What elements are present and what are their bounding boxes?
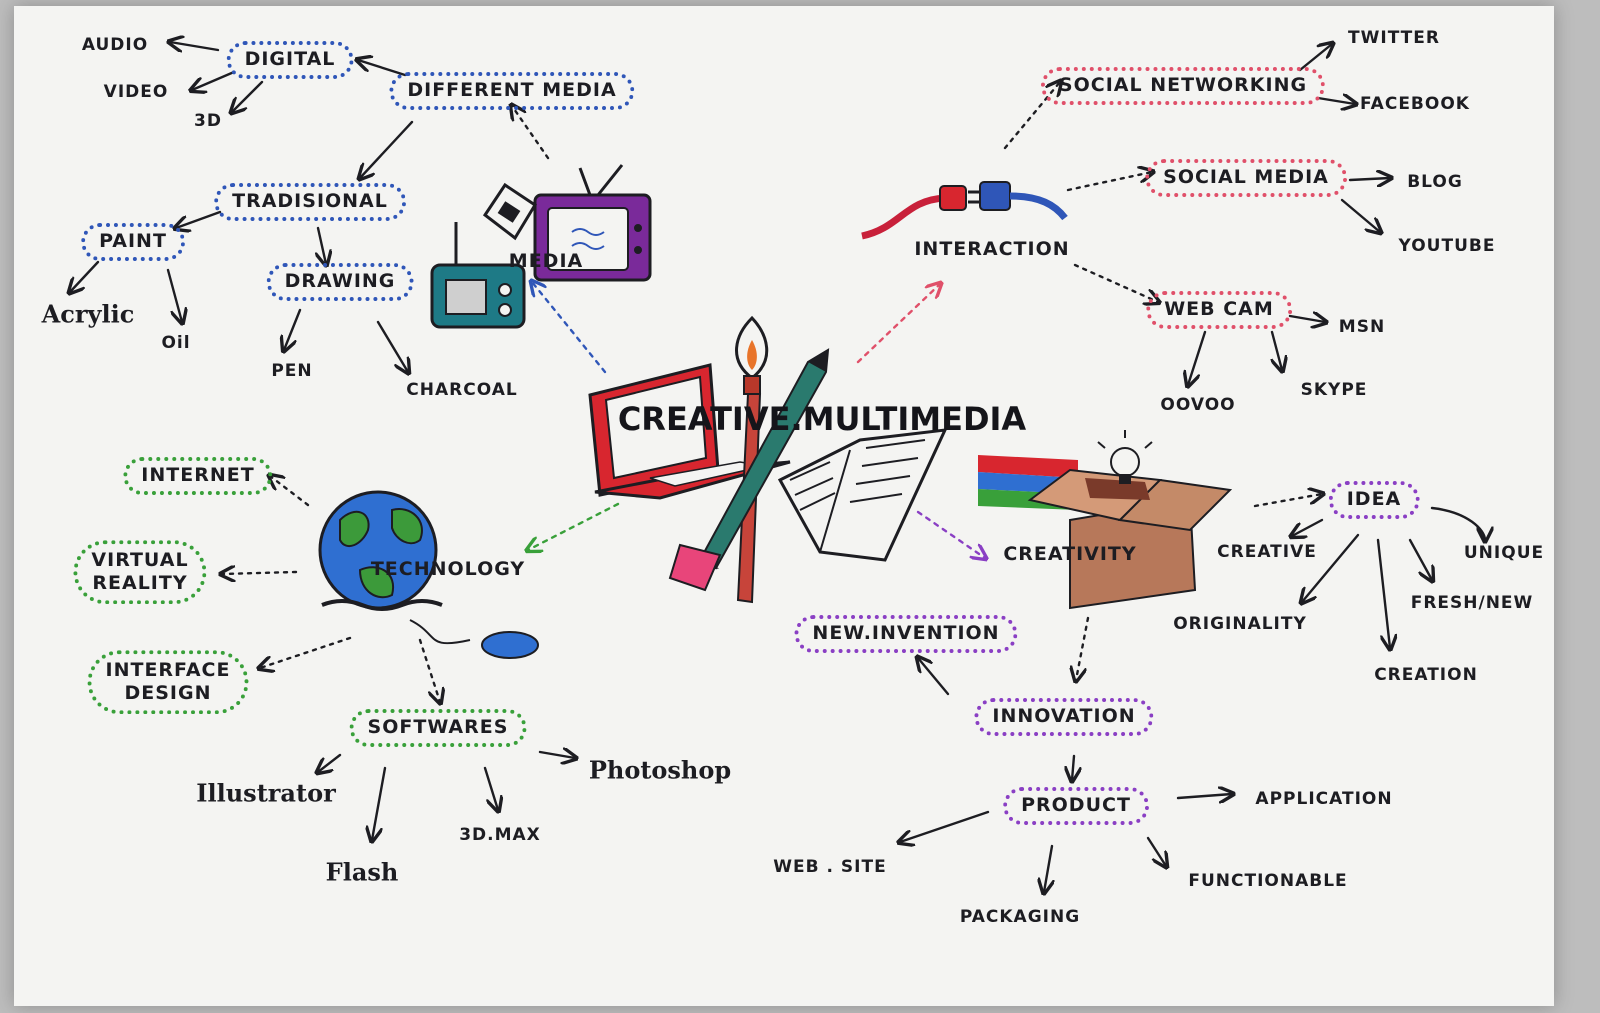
- 3d-node: 3D: [194, 111, 222, 132]
- video-node: VIDEO: [103, 82, 169, 103]
- cable-plug-icon: [861, 181, 1068, 240]
- fresh-new-node: FRESH/NEW: [1410, 593, 1534, 614]
- idea-node: IDEA: [1328, 481, 1420, 519]
- paint-node: PAINT: [81, 223, 185, 261]
- illustrator-node: Illustrator: [196, 778, 336, 808]
- facebook-node: FACEBOOK: [1360, 94, 1470, 115]
- creativity-hub: CREATIVITY: [1003, 543, 1137, 566]
- social-networking-node: SOCIAL NETWORKING: [1040, 67, 1326, 105]
- packaging-node: PACKAGING: [959, 907, 1081, 928]
- radio-icon: [430, 222, 526, 329]
- acrylic-node: Acrylic: [41, 299, 135, 329]
- creative-node: CREATIVE: [1217, 542, 1317, 563]
- internet-node: INTERNET: [123, 457, 273, 495]
- drawing-node: DRAWING: [266, 263, 414, 301]
- mouse-icon: [409, 619, 539, 659]
- msn-node: MSN: [1338, 317, 1386, 338]
- application-node: APPLICATION: [1255, 789, 1393, 810]
- different-media-node: DIFFERENT MEDIA: [389, 72, 635, 110]
- laptop-icon: [588, 363, 791, 500]
- web-cam-node: WEB CAM: [1146, 291, 1292, 329]
- central-topic: CREATIVE.MULTIMEDIA: [617, 400, 1027, 439]
- lightbulb-icon: [1097, 430, 1153, 484]
- tv-icon: [533, 164, 652, 282]
- media-hub: MEDIA: [508, 250, 584, 273]
- new-invention-node: NEW.INVENTION: [794, 615, 1018, 653]
- 3d-max-node: 3D.MAX: [459, 825, 541, 846]
- product-node: PRODUCT: [1003, 787, 1149, 825]
- audio-node: AUDIO: [81, 35, 149, 56]
- social-media-node: SOCIAL MEDIA: [1145, 159, 1347, 197]
- oovoo-node: OOVOO: [1160, 395, 1236, 416]
- flash-node: Flash: [325, 857, 399, 887]
- innovation-node: INNOVATION: [974, 698, 1154, 736]
- interface-design-node: INTERFACE DESIGN: [87, 650, 249, 714]
- oil-node: Oil: [161, 333, 191, 354]
- photoshop-node: Photoshop: [588, 755, 732, 785]
- digital-node: DIGITAL: [226, 41, 354, 79]
- book-icon: [777, 428, 948, 562]
- youtube-node: YOUTUBE: [1398, 236, 1496, 257]
- twitter-node: TWITTER: [1348, 28, 1440, 49]
- phone-icon: [482, 182, 538, 241]
- brush-icon: [735, 315, 769, 604]
- virtual-reality-node: VIRTUAL REALITY: [73, 540, 207, 604]
- globe-icon: [318, 490, 443, 611]
- pen-node: PEN: [271, 361, 313, 382]
- paper-sheet: [14, 6, 1554, 1006]
- functionable-node: FUNCTIONABLE: [1188, 871, 1348, 892]
- softwares-node: SOFTWARES: [349, 709, 527, 747]
- blog-node: BLOG: [1407, 172, 1463, 193]
- connectors: [70, 42, 1485, 892]
- unique-node: UNIQUE: [1463, 543, 1545, 564]
- originality-node: ORIGINALITY: [1173, 614, 1307, 635]
- web-site-node: WEB . SITE: [773, 857, 887, 878]
- charcoal-node: CHARCOAL: [406, 380, 518, 401]
- traditional-node: TRADISIONAL: [214, 183, 406, 221]
- pencil-icon: [668, 348, 830, 592]
- technology-hub: TECHNOLOGY: [370, 558, 526, 581]
- interaction-hub: INTERACTION: [914, 238, 1070, 261]
- creation-node: CREATION: [1374, 665, 1478, 686]
- skype-node: SKYPE: [1300, 380, 1368, 401]
